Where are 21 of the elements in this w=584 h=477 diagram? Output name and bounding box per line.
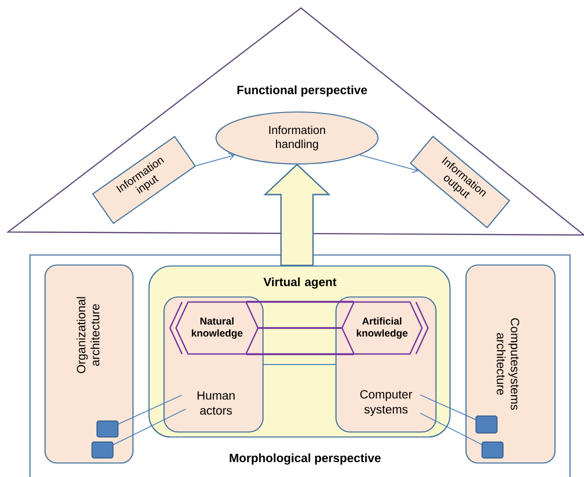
panel: Organizational architecture	[44, 264, 134, 464]
leader-line	[118, 394, 182, 424]
leader-line	[420, 412, 482, 445]
hexagon: Natural knowledge	[169, 301, 259, 355]
connector-line	[246, 300, 354, 303]
square-icon	[96, 420, 118, 438]
connector-line	[258, 327, 342, 329]
square-icon	[482, 442, 504, 458]
square-icon	[92, 442, 114, 458]
square-icon	[476, 416, 498, 434]
panel: Computesystems architecture	[465, 264, 556, 464]
arrow	[359, 154, 419, 174]
leader-line	[420, 394, 476, 420]
connector-line	[263, 364, 336, 365]
block-arrow	[263, 164, 331, 266]
leader-line	[113, 408, 186, 446]
connector-line	[246, 353, 354, 356]
arrow	[195, 152, 235, 166]
hexagon: Artificial knowledge	[341, 301, 429, 355]
heading: Functional perspective	[237, 85, 367, 97]
heading: Morphological perspective	[230, 453, 381, 465]
